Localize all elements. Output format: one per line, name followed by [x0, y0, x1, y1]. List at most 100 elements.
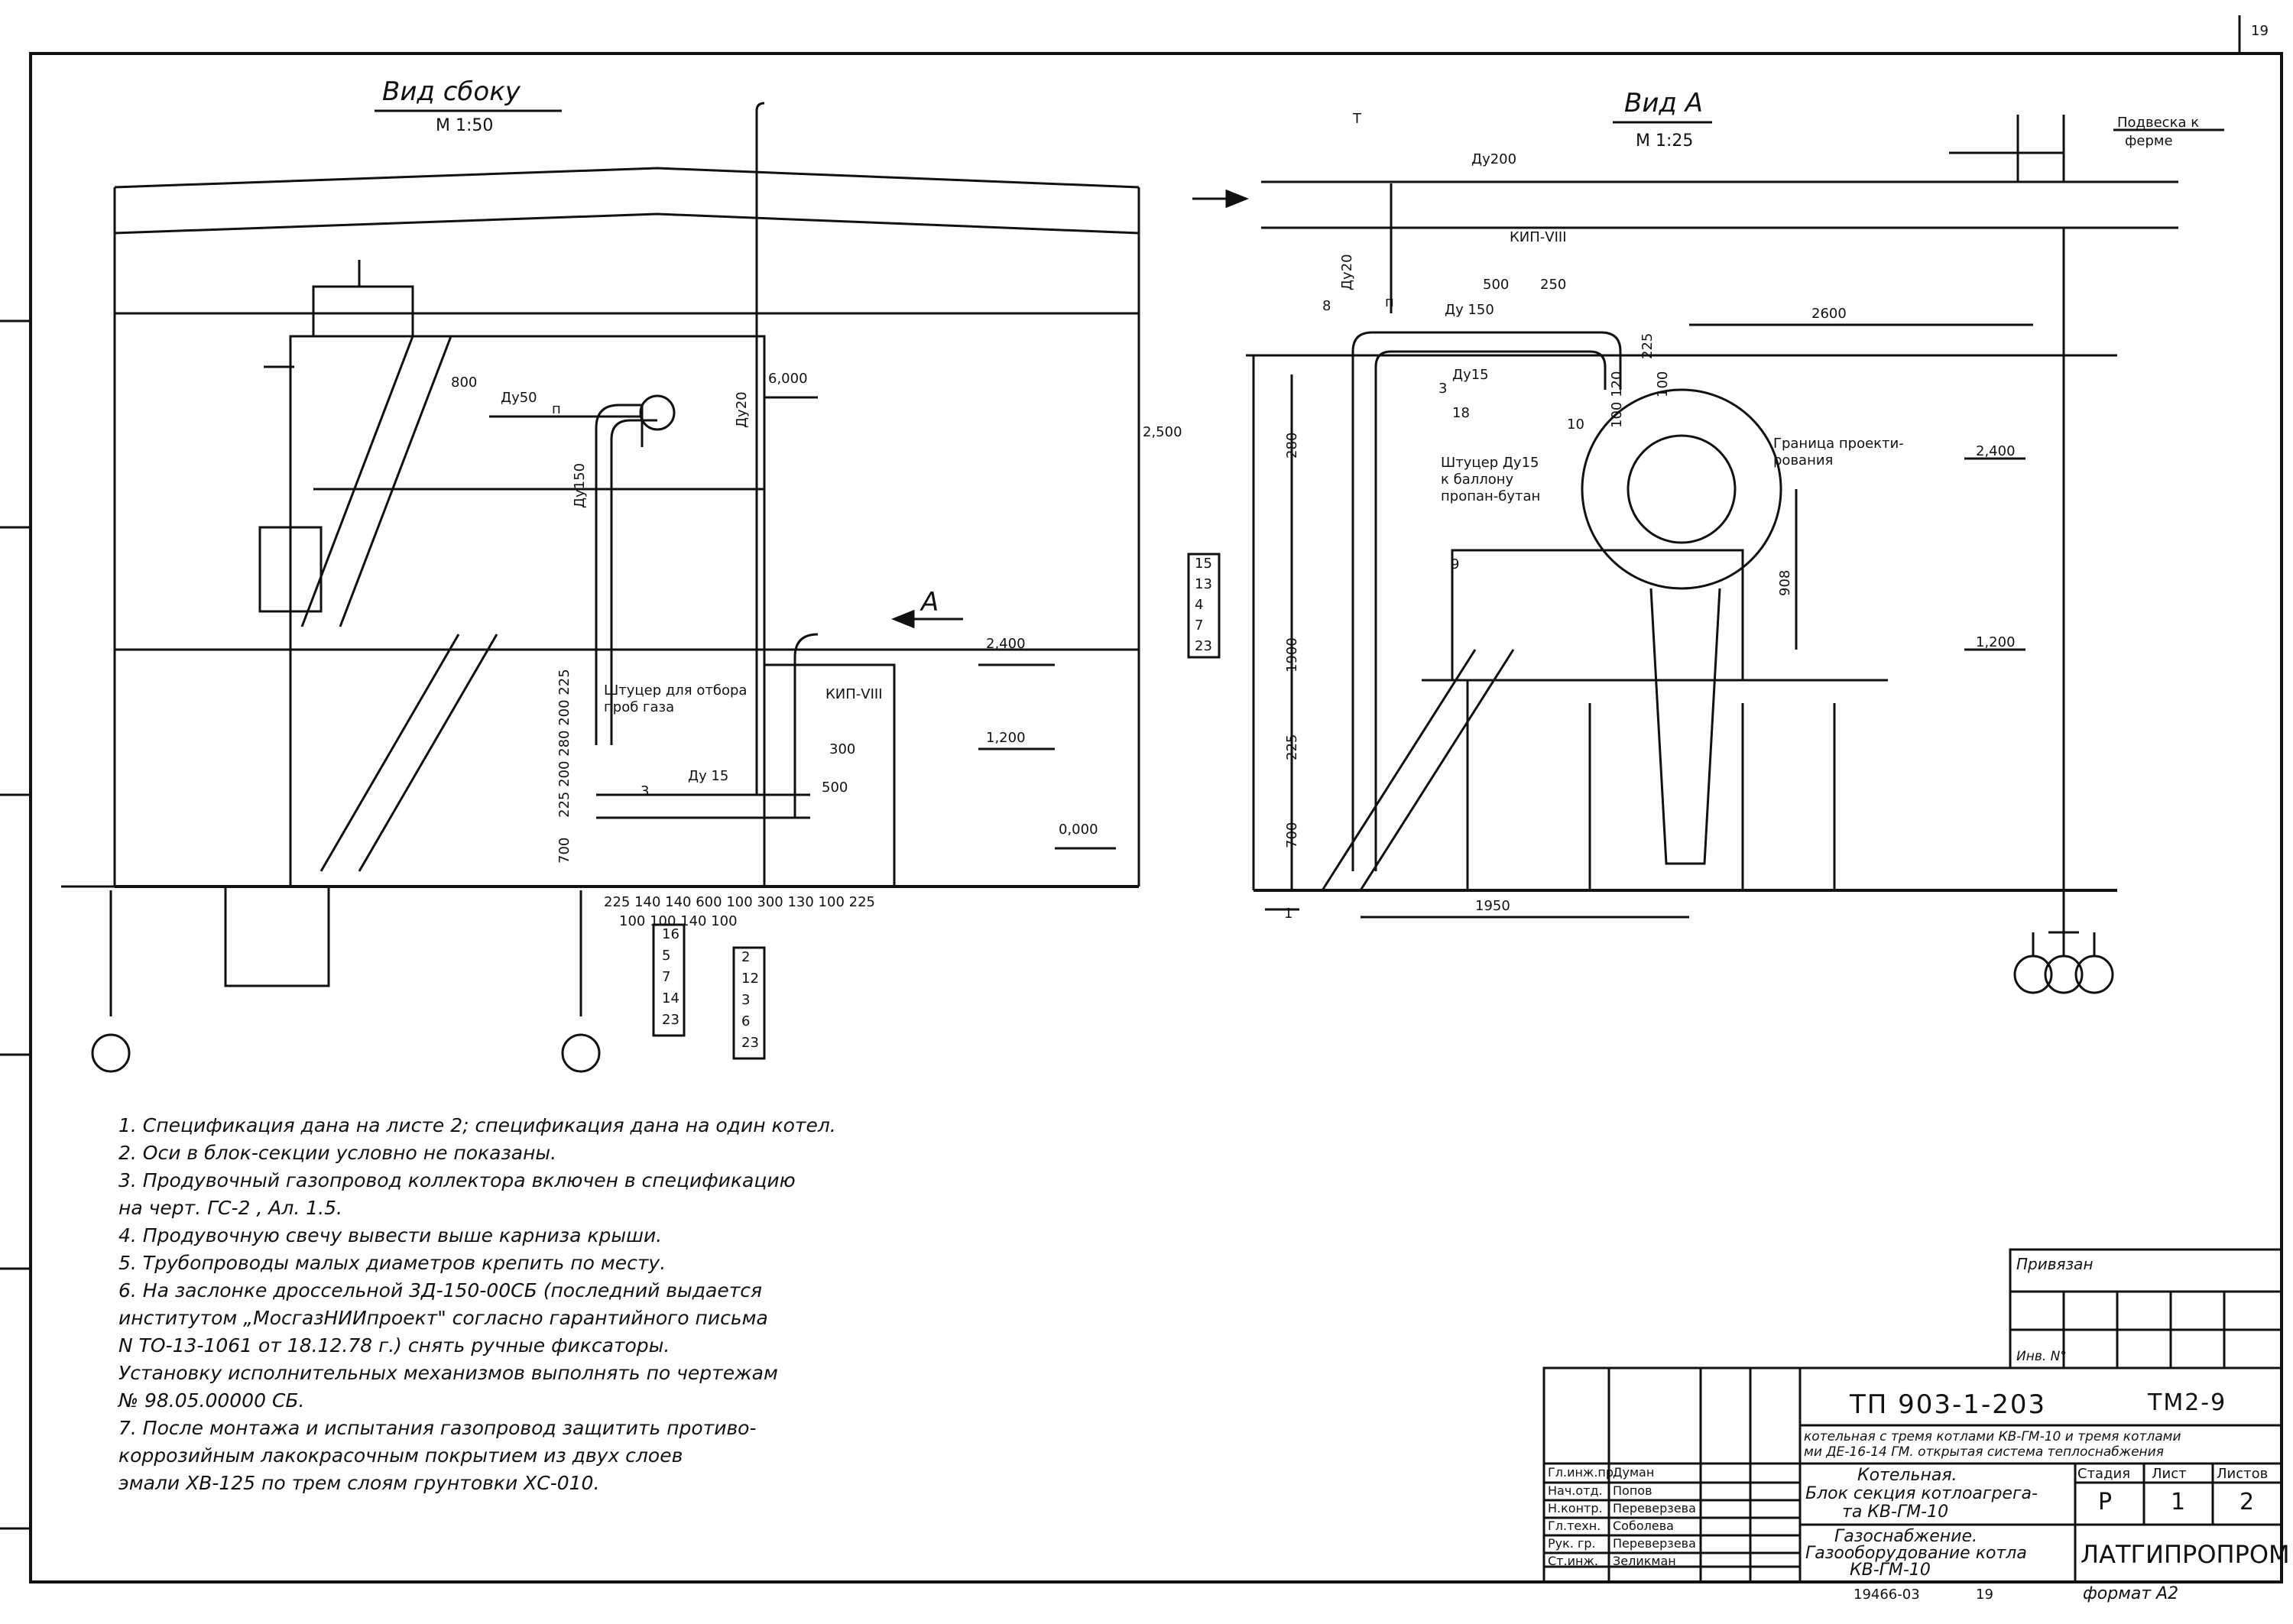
note-line: 2. Оси в блок-секции условно не показаны…	[118, 1142, 557, 1164]
drawing-line-3: КВ-ГМ-10	[1850, 1561, 1931, 1580]
axis-marker	[2013, 955, 2053, 994]
note-line: 6. На заслонке дроссельной 3Д-150-00СБ (…	[118, 1279, 763, 1301]
label-n10: 10	[1567, 417, 1584, 433]
label-n8: 8	[1322, 298, 1331, 314]
callout-2-item: 3	[741, 992, 751, 1008]
elev-1200-a: 1,200	[1976, 634, 2016, 650]
dim-700-side: 700	[556, 837, 572, 864]
elev-0000: 0,000	[1059, 822, 1098, 838]
axis-marker	[561, 1033, 601, 1073]
dim-300: 300	[829, 741, 856, 757]
label-p-a: п	[1385, 294, 1394, 310]
label-hanger-1: Подвеска к	[2117, 115, 2200, 131]
project-line-1: котельная с тремя котлами КВ-ГМ-10 и тре…	[1804, 1429, 2181, 1444]
sheets-header: Листов	[2217, 1466, 2269, 1482]
axis-marker	[2074, 955, 2114, 994]
callout-1-item: 14	[662, 990, 679, 1006]
callout-1-item: 5	[662, 948, 671, 964]
elev-2400-a: 2,400	[1976, 443, 2016, 459]
view-a-scale: М 1:25	[1636, 131, 1694, 151]
sheet-frame	[29, 52, 2283, 1583]
label-sampler-1: Штуцер для отбора	[604, 682, 748, 699]
note-line: Установку исполнительных механизмов выпо…	[118, 1362, 778, 1384]
title-block	[1542, 1248, 2283, 1583]
drawing-line-1: Газоснабжение.	[1834, 1527, 1977, 1546]
role-label: Гл.техн.	[1548, 1519, 1601, 1533]
inv-no-label: Инв. N°	[2016, 1349, 2067, 1364]
label-kip-a: КИП-VIII	[1510, 229, 1567, 245]
label-kip-side: КИП-VIII	[825, 686, 883, 702]
sheet-header: Лист	[2152, 1466, 2187, 1482]
callout-2-item: 2	[741, 949, 751, 965]
general-notes: 1. Спецификация дана на листе 2; специфи…	[118, 1112, 836, 1497]
note-line: 3. Продувочный газопровод коллектора вкл…	[118, 1169, 796, 1191]
elev-2400-side: 2,400	[986, 636, 1026, 652]
fan-housing	[1581, 388, 1782, 590]
dim-700-a: 700	[1284, 822, 1300, 848]
corner-sheet-number: 19	[2251, 23, 2269, 39]
dim-100-120: 100 120	[1609, 371, 1625, 428]
dim-100: 100	[1655, 371, 1671, 397]
dim-225-b: 225	[1639, 332, 1656, 359]
format-label: формат А2	[2083, 1584, 2179, 1603]
object-line-1: Котельная.	[1857, 1466, 1957, 1485]
person-name: Соболева	[1613, 1519, 1674, 1533]
label-t: Т	[1353, 111, 1361, 127]
label-fitting-3: пропан-бутан	[1441, 488, 1541, 504]
note-line: коррозийным лакокрасочным покрытием из д…	[118, 1444, 683, 1467]
label-du150-a: Ду 150	[1445, 302, 1494, 318]
note-line: 7. После монтажа и испытания газопровод …	[118, 1417, 757, 1439]
label-du15: Ду 15	[688, 768, 729, 784]
sheets-value: 2	[2239, 1489, 2256, 1515]
document-code: ТП 903-1-203	[1850, 1389, 2047, 1420]
project-line-2: ми ДЕ-16-14 ГМ. открытая система теплосн…	[1804, 1444, 2164, 1460]
dim-500: 500	[822, 780, 848, 796]
dim-280: 280	[1284, 432, 1300, 459]
elev-2500: 2,500	[1143, 424, 1182, 440]
callout-2-item: 12	[741, 971, 759, 987]
label-n9: 9	[1451, 556, 1460, 572]
callout-1-item: 16	[662, 926, 679, 942]
archive-number: 19466-03	[1854, 1587, 1920, 1603]
label-du200: Ду200	[1471, 151, 1517, 167]
dim-bottom-row-2: 100 100 140 100	[619, 913, 738, 929]
dim-500-a: 500	[1483, 277, 1510, 293]
person-name: Переверзева	[1613, 1536, 1696, 1551]
dim-800: 800	[451, 374, 478, 391]
dim-225-a: 225	[1284, 734, 1300, 760]
view-arrow-label: А	[921, 587, 939, 618]
note-line: 5. Трубопроводы малых диаметров крепить …	[118, 1252, 666, 1274]
dim-bottom-row: 225 140 140 600 100 300 130 100 225	[604, 894, 875, 910]
object-line-3: та КВ-ГМ-10	[1842, 1502, 1949, 1522]
role-label: Н.контр.	[1548, 1501, 1603, 1515]
person-name: Думан	[1613, 1465, 1655, 1480]
label-n3: 3	[641, 783, 650, 799]
view-a-title: Вид А	[1624, 88, 1703, 118]
callout-1-item: 23	[662, 1012, 679, 1028]
axis-marker	[2044, 955, 2084, 994]
label-fitting-2: к баллону	[1441, 472, 1514, 488]
side-view-scale: М 1:50	[436, 116, 494, 135]
note-line: N ТО-13-1061 от 18.12.78 г.) снять ручны…	[118, 1334, 670, 1357]
label-hanger-2: ферме	[2125, 133, 2173, 149]
callout-a-item: 23	[1195, 638, 1212, 654]
label-sampler-2: проб газа	[604, 699, 675, 715]
note-line: 4. Продувочную свечу вывести выше карниз…	[118, 1224, 663, 1246]
label-n18: 18	[1452, 405, 1470, 421]
dim-250-a: 250	[1540, 277, 1567, 293]
label-du20-a: Ду20	[1339, 254, 1355, 290]
callout-2-item: 6	[741, 1013, 751, 1029]
elev-6000: 6,000	[768, 371, 808, 387]
axis-marker	[91, 1033, 131, 1073]
callout-a-item: 13	[1195, 576, 1212, 592]
drawing-line-2: Газооборудование котла	[1805, 1544, 2027, 1563]
archive-sheet: 19	[1976, 1587, 1993, 1603]
label-boundary-1: Граница проекти-	[1773, 436, 1904, 452]
person-name: Попов	[1613, 1483, 1652, 1498]
callout-a-item: 4	[1195, 597, 1204, 613]
label-du20: Ду20	[734, 391, 750, 428]
side-view	[61, 102, 1140, 1073]
dim-2600: 2600	[1811, 306, 1847, 322]
note-line: эмали ХВ-125 по трем слоям грунтовки ХС-…	[118, 1472, 600, 1494]
